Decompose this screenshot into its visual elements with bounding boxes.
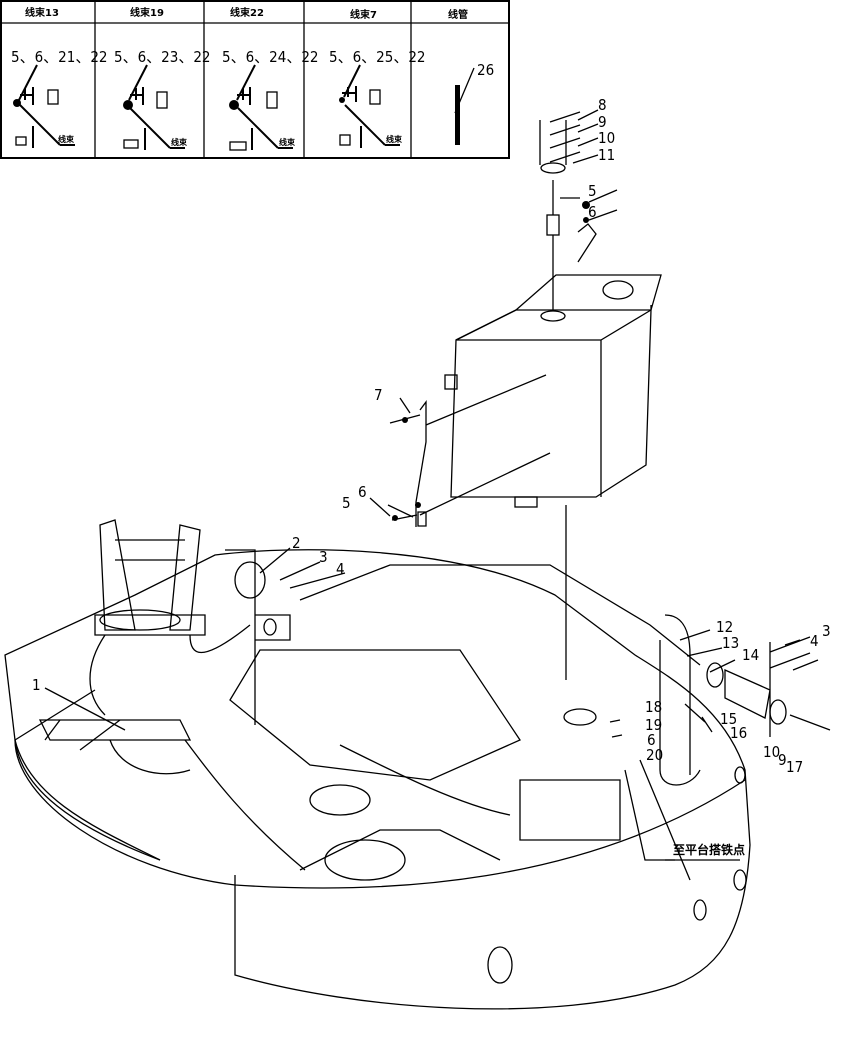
callout-9: 9 <box>778 751 787 769</box>
upper-frame <box>4 549 751 1010</box>
callout-19: 19 <box>645 716 662 734</box>
boom-bracket <box>89 519 251 716</box>
table-cell: 26 <box>477 61 494 79</box>
callout-3: 3 <box>319 548 328 566</box>
sensor-harness <box>387 374 551 527</box>
table-header: 线管 <box>448 8 468 21</box>
callout-4: 4 <box>336 560 345 578</box>
table-cell: 5、6、24、22 <box>222 48 319 66</box>
callout-13: 13 <box>722 634 739 652</box>
callout-6: 6 <box>358 483 367 501</box>
table-header: 线束22 <box>230 6 264 19</box>
table-header: 线束13 <box>25 6 59 19</box>
leader-lines <box>44 109 819 881</box>
fuel-tank <box>444 274 662 680</box>
callout-3: 3 <box>822 622 831 640</box>
wire-label: 线束 <box>58 134 75 144</box>
callout-10: 10 <box>598 129 615 147</box>
relay-box <box>38 549 511 871</box>
connector-sketches <box>13 64 475 151</box>
callout-2: 2 <box>292 534 301 552</box>
wire-label: 线束 <box>279 137 296 147</box>
callout-18: 18 <box>645 698 662 716</box>
table-cell: 5、6、23、22 <box>114 48 211 66</box>
fuel-sensor <box>539 111 597 310</box>
table-header: 线束7 <box>350 8 377 21</box>
callout-15: 15 <box>720 710 737 728</box>
callout-10: 10 <box>763 743 780 761</box>
callout-7: 7 <box>374 386 383 404</box>
callout-6: 6 <box>588 203 597 221</box>
callout-1: 1 <box>32 676 41 694</box>
harness-table: 线束13 线束19 线束22 线束7 线管 5、6、21、22 5、6、23、2… <box>0 0 510 159</box>
callout-11: 11 <box>598 146 615 164</box>
wire-label: 线束 <box>171 137 188 147</box>
callout-14: 14 <box>742 646 759 664</box>
callout-20: 20 <box>646 746 663 764</box>
callout-8: 8 <box>598 96 607 114</box>
callout-16: 16 <box>730 724 747 742</box>
wire-label: 线束 <box>386 134 403 144</box>
callout-6: 6 <box>647 731 656 749</box>
callout-9: 9 <box>598 113 607 131</box>
callout-17: 17 <box>786 758 803 776</box>
callout-12: 12 <box>716 618 733 636</box>
ground-point-note: 至平台搭铁点 <box>673 842 745 857</box>
callout-5: 5 <box>588 182 597 200</box>
table-header: 线束19 <box>130 6 164 19</box>
callout-5: 5 <box>342 494 351 512</box>
callout-4: 4 <box>810 632 819 650</box>
table-cell: 5、6、25、22 <box>329 48 426 66</box>
table-cell: 5、6、21、22 <box>11 48 108 66</box>
